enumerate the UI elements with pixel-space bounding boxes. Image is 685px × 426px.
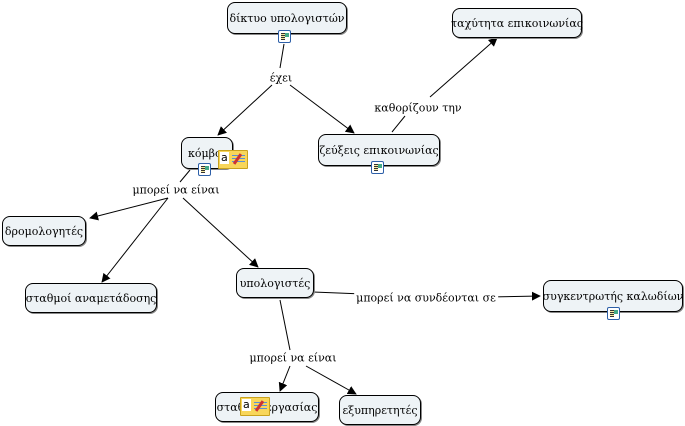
link-has-nodes	[217, 84, 273, 136]
link-maybe2-workstations	[278, 365, 291, 392]
link-computers-maybe2	[279, 299, 291, 351]
resource-document-icon[interactable]	[371, 161, 384, 174]
resource-document-icon[interactable]	[278, 30, 291, 43]
link-maybe2-servers	[305, 365, 357, 395]
concept-network[interactable]: δίκτυο υπολογιστών	[227, 2, 347, 34]
concept-speed[interactable]: ταχύτητα επικοινωνίας	[451, 8, 583, 38]
concept-servers[interactable]: εξυπηρετητές	[339, 395, 421, 425]
link-maybe1-computers	[182, 197, 259, 268]
linking-phrase-determine[interactable]: καθορίζουν την	[372, 101, 464, 115]
concept-relays[interactable]: σταθμοί αναμετάδοσης	[25, 283, 157, 313]
linking-phrase-has[interactable]: έχει	[267, 71, 295, 85]
link-determine-speed	[429, 37, 498, 98]
concept-hubs[interactable]: συγκεντρωτής καλωδίων	[543, 280, 683, 312]
link-nodes-maybe1	[179, 169, 191, 183]
concept-links[interactable]: ζεύξεις επικοινωνίας	[318, 134, 440, 166]
linking-phrase-may-connect[interactable]: μπορεί να συνδέονται σε	[354, 291, 498, 305]
link-links-determine	[391, 115, 406, 133]
resource-document-icon[interactable]	[607, 307, 620, 320]
link-maybe1-relays	[101, 197, 169, 283]
link-network-has	[279, 43, 285, 69]
linking-phrase-may-be[interactable]: μπορεί να είναι	[247, 351, 339, 365]
annotation-note-icon[interactable]: a	[240, 397, 270, 416]
concept-routers[interactable]: δρομολογητές	[2, 216, 86, 246]
concept-computers[interactable]: υπολογιστές	[236, 268, 314, 298]
annotation-note-icon[interactable]: a	[218, 150, 248, 169]
resource-document-icon[interactable]	[198, 163, 211, 176]
link-has-links	[289, 84, 355, 134]
link-maybe1-routers	[89, 197, 169, 221]
linking-phrase-may-be[interactable]: μπορεί να είναι	[130, 183, 222, 197]
